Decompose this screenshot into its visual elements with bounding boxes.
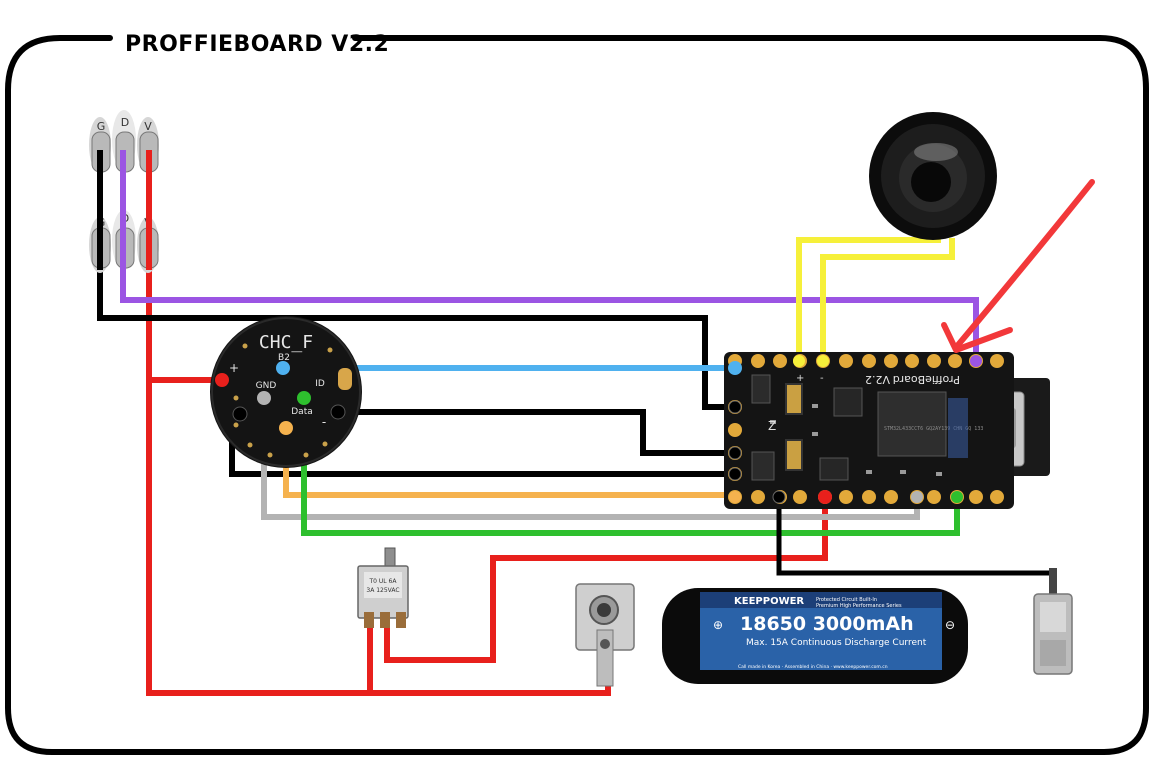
speaker: [869, 112, 997, 240]
chc-pad-minus-label: -: [322, 415, 326, 429]
chc-pad-plus-label: +: [229, 361, 239, 375]
switch-label-line1: T0 UL 6A: [369, 578, 398, 585]
battery-subtitle: Premium High Performance Series: [816, 603, 902, 609]
board-name: ProffieBoard: [893, 373, 960, 386]
wire-yellow-2: [820, 238, 955, 360]
chip-text: STM32L433CCT6 GQ2AY139 CHN GQ 133: [884, 426, 983, 432]
chc-board-name: CHC_F: [259, 332, 313, 353]
battery-plus-terminal: ⊕: [713, 618, 723, 632]
page-title: PROFFIEBOARD V2.2: [125, 32, 389, 57]
board-z-mark: Z: [768, 419, 776, 433]
board-version: V2.2: [865, 373, 890, 386]
battery-spec: Max. 15A Continuous Discharge Current: [746, 638, 927, 648]
chc-pad-gnd-label: GND: [256, 381, 277, 391]
wire-red-switch-out: [384, 497, 828, 663]
connector-label-g: G: [97, 120, 106, 133]
battery-minus-terminal: ⊖: [945, 618, 955, 632]
chc-pad-b2-label: B2: [278, 353, 290, 363]
battery-small-print: Call made in Korea · Assembled in China …: [738, 664, 888, 670]
chc-pad-id-label: ID: [315, 379, 325, 389]
wire-yellow-1: [796, 232, 941, 360]
battery-tagline: Protected Circuit Built-In: [816, 597, 877, 603]
connector-label-d: D: [121, 116, 129, 129]
battery-spring-contact: [1033, 568, 1073, 675]
board-minus-mark: -: [820, 373, 824, 384]
chc-pad-data-label: Data: [291, 407, 313, 417]
slide-switch: T0 UL 6A 3A 125VAC: [357, 547, 409, 628]
chc-board: CHC_F B2 GND ID Data + -: [210, 316, 362, 468]
connector-label-v: V: [144, 120, 152, 133]
wire-orange: [283, 428, 733, 498]
wire-black-id: [338, 409, 733, 456]
battery-18650: KEEPPOWER Protected Circuit Built-In Pre…: [662, 588, 968, 684]
battery-contact: [575, 583, 635, 687]
frame-border: [5, 35, 1149, 755]
battery-capacity: 18650 3000mAh: [740, 613, 914, 635]
annotation-arrow: [941, 179, 1095, 353]
board-plus-mark: +: [796, 373, 804, 384]
battery-brand: KEEPPOWER: [734, 596, 804, 607]
proffieboard: STM32L433CCT6 GQ2AY139 CHN GQ 133 Z + - …: [724, 352, 1050, 509]
switch-label-line2: 3A 125VAC: [366, 587, 399, 594]
